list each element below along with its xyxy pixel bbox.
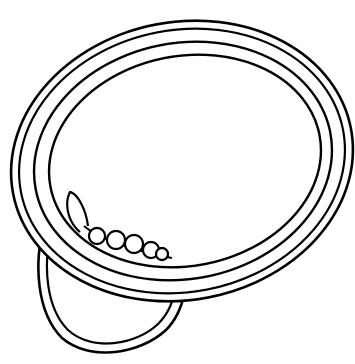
bead	[89, 228, 105, 244]
bead	[156, 248, 168, 260]
bead	[107, 231, 125, 249]
bead	[125, 235, 143, 253]
